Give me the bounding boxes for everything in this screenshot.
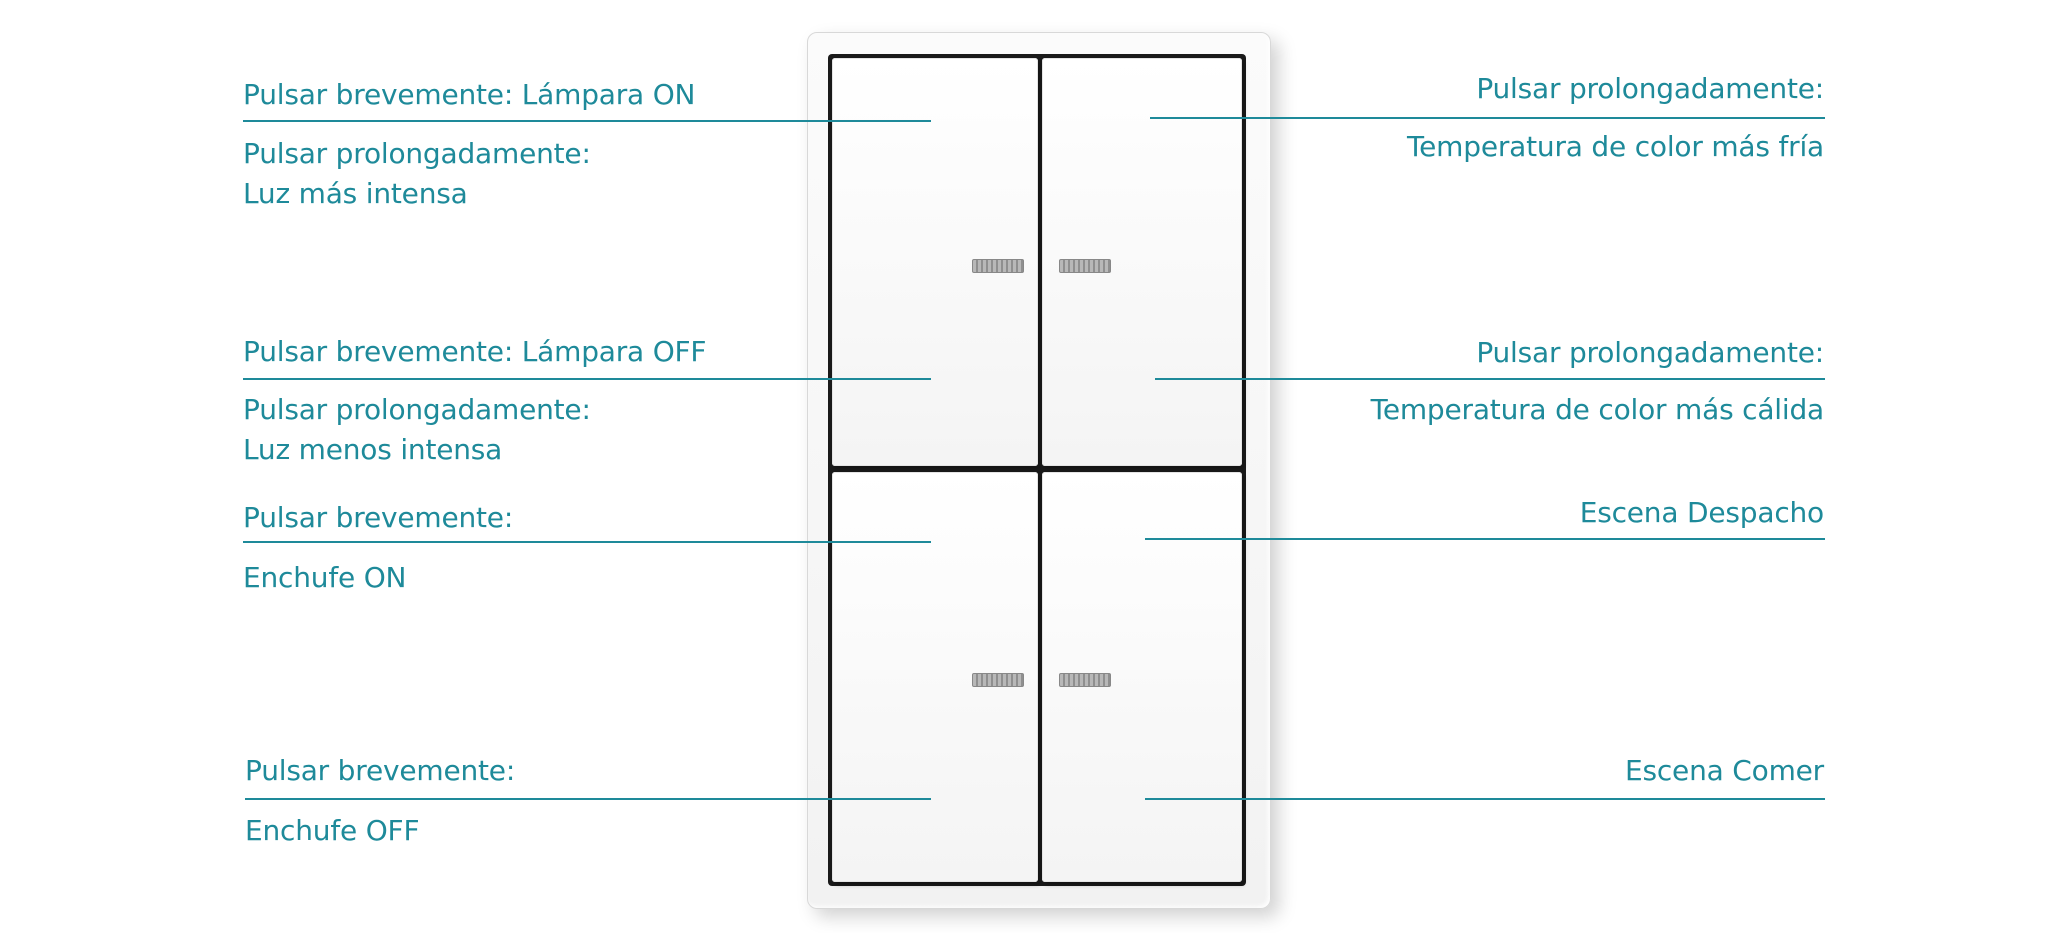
label-lamp-off: Pulsar brevemente: Lámpara OFF <box>243 335 707 368</box>
leader-line-socket-off <box>245 798 931 800</box>
label-light-dimmer-line2: Luz menos intensa <box>243 433 503 466</box>
led-indicator-top-left <box>972 259 1024 273</box>
label-lamp-on: Pulsar brevemente: Lámpara ON <box>243 78 696 111</box>
leader-line-lamp-off <box>243 378 931 380</box>
led-indicator-bottom-right <box>1059 673 1111 687</box>
leader-line-scene-dining <box>1145 798 1825 800</box>
label-socket-off: Enchufe OFF <box>245 814 420 847</box>
leader-line-warmer <box>1155 378 1825 380</box>
label-socket-on: Enchufe ON <box>243 561 407 594</box>
label-socket-off-action: Pulsar brevemente: <box>245 754 516 787</box>
leader-line-scene-office <box>1145 538 1825 540</box>
label-light-dimmer-line1: Pulsar prolongadamente: <box>243 393 591 426</box>
leader-line-colder <box>1150 117 1825 119</box>
label-scene-office: Escena Despacho <box>1579 496 1824 529</box>
label-warmer: Temperatura de color más cálida <box>1370 393 1825 426</box>
label-light-brighter-line1: Pulsar prolongadamente: <box>243 137 591 170</box>
led-indicator-top-right <box>1059 259 1111 273</box>
label-scene-dining: Escena Comer <box>1624 754 1824 787</box>
label-warmer-action: Pulsar prolongadamente: <box>1476 336 1824 369</box>
label-socket-on-action: Pulsar brevemente: <box>243 501 514 534</box>
label-colder-action: Pulsar prolongadamente: <box>1476 72 1824 105</box>
label-light-brighter-line2: Luz más intensa <box>243 177 468 210</box>
label-light-brighter: Pulsar prolongadamente: Luz más intensa <box>243 136 591 212</box>
leader-line-lamp-on <box>243 120 931 122</box>
leader-line-socket-on <box>243 541 931 543</box>
label-light-dimmer: Pulsar prolongadamente: Luz menos intens… <box>243 392 591 468</box>
led-indicator-bottom-left <box>972 673 1024 687</box>
label-colder: Temperatura de color más fría <box>1407 130 1824 163</box>
